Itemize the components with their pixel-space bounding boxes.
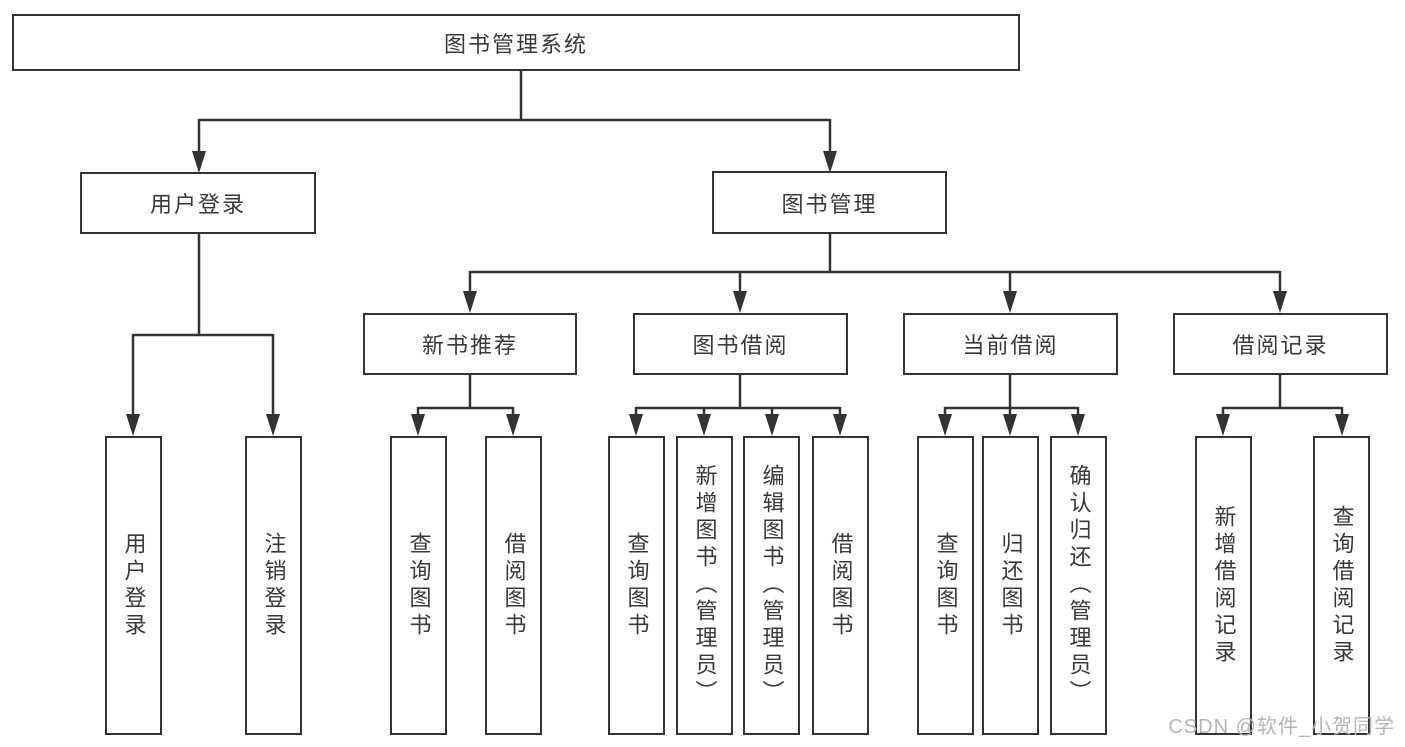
- node-new-book-recommend: 新书推荐: [363, 313, 577, 375]
- node-label: 归还图书: [998, 531, 1024, 640]
- leaf-confirm-return-admin: 确认归还（管理员）: [1050, 436, 1107, 735]
- leaf-edit-book-admin: 编辑图书（管理员）: [743, 436, 800, 735]
- node-label: 用户登录: [149, 192, 246, 217]
- arrowheads: [126, 151, 1349, 436]
- node-label: 查询图书: [406, 531, 432, 640]
- node-label: 新书推荐: [421, 333, 518, 358]
- node-borrow-record: 借阅记录: [1173, 313, 1388, 375]
- node-label: 借阅记录: [1232, 333, 1329, 358]
- node-label: 用户登录: [121, 531, 147, 640]
- node-label: 确认归还（管理员）: [1066, 464, 1092, 707]
- node-label: 查询图书: [933, 531, 959, 640]
- node-label: 新增借阅记录: [1211, 504, 1237, 667]
- node-label: 借阅图书: [828, 531, 854, 640]
- node-label: 图书管理: [781, 191, 878, 217]
- node-label: 查询借阅记录: [1329, 504, 1355, 667]
- csdn-watermark: CSDN @软件_小贺同学: [1168, 716, 1395, 738]
- node-label: 图书借阅: [692, 333, 789, 358]
- leaf-add-book-admin: 新增图书（管理员）: [676, 436, 733, 735]
- node-label: 查询图书: [624, 531, 650, 640]
- node-root-system: 图书管理系统: [12, 14, 1020, 71]
- node-book-management: 图书管理: [712, 171, 947, 234]
- leaf-borrow-book-recommend: 借阅图书: [485, 436, 542, 735]
- node-label: 编辑图书（管理员）: [759, 464, 785, 707]
- leaf-query-book-borrow: 查询图书: [608, 436, 665, 735]
- leaf-user-login: 用户登录: [105, 436, 162, 735]
- leaf-query-borrow-record: 查询借阅记录: [1313, 436, 1370, 735]
- node-book-borrow: 图书借阅: [633, 313, 848, 375]
- node-current-borrow: 当前借阅: [903, 313, 1118, 375]
- leaf-query-book-current: 查询图书: [917, 436, 974, 735]
- node-user-login: 用户登录: [80, 172, 316, 234]
- node-label: 新增图书（管理员）: [692, 464, 718, 707]
- leaf-borrow-book: 借阅图书: [812, 436, 869, 735]
- leaf-logout: 注销登录: [245, 436, 302, 735]
- node-label: 注销登录: [261, 531, 287, 640]
- leaf-add-borrow-record: 新增借阅记录: [1195, 436, 1252, 735]
- node-label: 图书管理系统: [443, 31, 588, 57]
- node-label: 当前借阅: [962, 333, 1059, 358]
- leaf-query-book-recommend: 查询图书: [390, 436, 447, 735]
- node-label: 借阅图书: [501, 531, 527, 640]
- leaf-return-book: 归还图书: [982, 436, 1039, 735]
